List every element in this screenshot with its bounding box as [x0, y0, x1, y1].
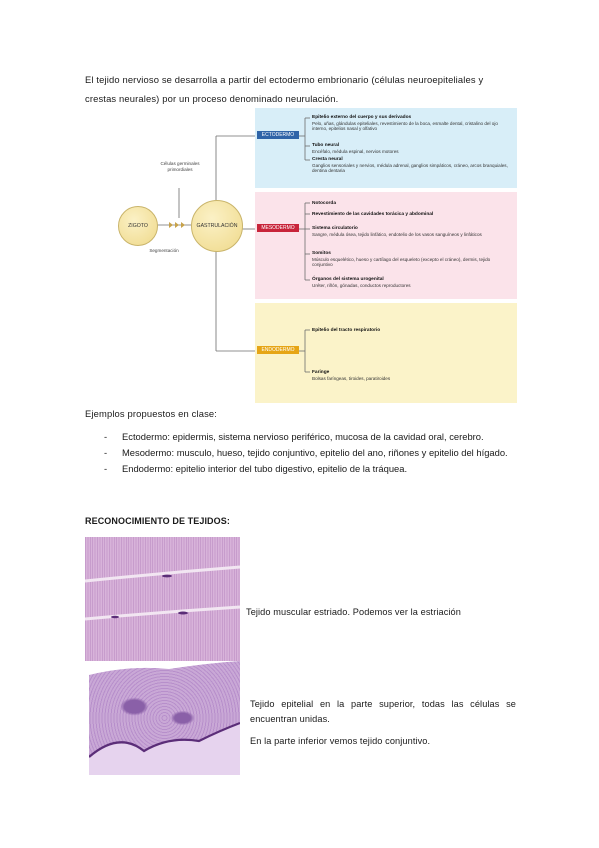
examples-list: -Ectodermo: epidermis, sistema nervioso … — [85, 429, 517, 477]
meso-item-detail: Sangre, médula ósea, tejido linfático, e… — [312, 231, 482, 237]
zygote-circle: ZIGOTO — [118, 206, 158, 246]
meso-item: Sistema circulatorio Sangre, médula ósea… — [312, 225, 512, 237]
mesoderm-band — [255, 192, 517, 299]
list-item: -Ectodermo: epidermis, sistema nervioso … — [104, 431, 484, 442]
connective-caption: En la parte inferior vemos tejido conjun… — [250, 736, 431, 746]
meso-item-title: Órganos del sistema urogenital — [312, 277, 384, 282]
ecto-item-detail: Pelo, uñas, glándulas epiteliales, reves… — [312, 120, 498, 132]
endoderm-label: ENDODERMO — [257, 346, 299, 354]
ecto-item: Cresta neural Ganglios sensoriales y ner… — [312, 156, 512, 174]
section-heading: RECONOCIMIENTO DE TEJIDOS: — [85, 516, 230, 526]
germ-layers-diagram: ZIGOTO GASTRULACIÓN Células germinales p… — [115, 108, 517, 403]
ecto-item-title: Tubo neural — [312, 143, 340, 148]
ecto-item-title: Epitelio externo del cuerpo y sus deriva… — [312, 115, 412, 120]
striated-muscle-image — [85, 537, 240, 661]
epithelium-boundary — [89, 661, 240, 775]
ecto-item: Tubo neural Encéfalo, médula espinal, ne… — [312, 142, 512, 154]
mesoderm-label: MESODERMO — [257, 224, 299, 232]
meso-item: Revestimiento de las cavidades torácica … — [312, 211, 512, 218]
intro-paragraph: El tejido nervioso se desarrolla a parti… — [85, 74, 484, 104]
list-item-text: Mesodermo: musculo, hueso, tejido conjun… — [122, 447, 508, 458]
segmentation-label: Segmentación — [149, 248, 179, 253]
meso-item-detail: Músculo esquelético, hueso y cartílago d… — [312, 256, 491, 268]
gastrulation-circle: GASTRULACIÓN — [191, 200, 243, 252]
list-item-text: Endodermo: epitelio interior del tubo di… — [122, 463, 408, 474]
epithelial-caption: Tejido epitelial en la parte superior, t… — [250, 699, 516, 724]
diagram-connectors — [156, 117, 310, 373]
meso-item-title: Somitos — [312, 251, 331, 256]
meso-item-title: Sistema circulatorio — [312, 226, 358, 231]
examples-heading: Ejemplos propuestos en clase: — [85, 408, 218, 419]
endo-item-title: Epitelio del tracto respiratorio — [312, 328, 381, 333]
meso-item: Somitos Músculo esquelético, hueso y car… — [312, 250, 512, 268]
endo-item: Epitelio del tracto respiratorio — [312, 327, 512, 334]
muscle-caption: Tejido muscular estriado. Podemos ver la… — [246, 607, 461, 617]
ectoderm-label: ECTODERMO — [257, 131, 299, 139]
list-item: -Endodermo: epitelio interior del tubo d… — [104, 463, 408, 474]
endo-item-detail: Bolsas faríngeas, tiroides, paratiroides — [312, 375, 391, 381]
meso-item: Notocorda — [312, 200, 512, 207]
ecto-item-detail: Encéfalo, médula espinal, nervios motore… — [312, 148, 399, 154]
meso-item-title: Notocorda — [312, 201, 336, 206]
meso-item-title: Revestimiento de las cavidades torácica … — [312, 212, 434, 217]
meso-item-detail: Uréter, riñón, gónadas, conductos reprod… — [312, 282, 411, 288]
ecto-item: Epitelio externo del cuerpo y sus deriva… — [312, 114, 512, 132]
endo-item: Faringe Bolsas faríngeas, tiroides, para… — [312, 369, 512, 381]
list-item: -Mesodermo: musculo, hueso, tejido conju… — [104, 447, 508, 458]
meso-item: Órganos del sistema urogenital Uréter, r… — [312, 276, 512, 288]
muscle-fiber-lines — [85, 565, 240, 621]
ectoderm-band — [255, 108, 517, 188]
list-item-text: Ectodermo: epidermis, sistema nervioso p… — [122, 431, 484, 442]
epithelial-tissue-image — [89, 661, 240, 775]
endo-item-title: Faringe — [312, 370, 330, 375]
ecto-item-detail: Ganglios sensoriales y nervios, médula a… — [312, 162, 508, 174]
ecto-item-title: Cresta neural — [312, 157, 343, 162]
germ-cells-label: Células germinales primordiales — [160, 161, 200, 172]
